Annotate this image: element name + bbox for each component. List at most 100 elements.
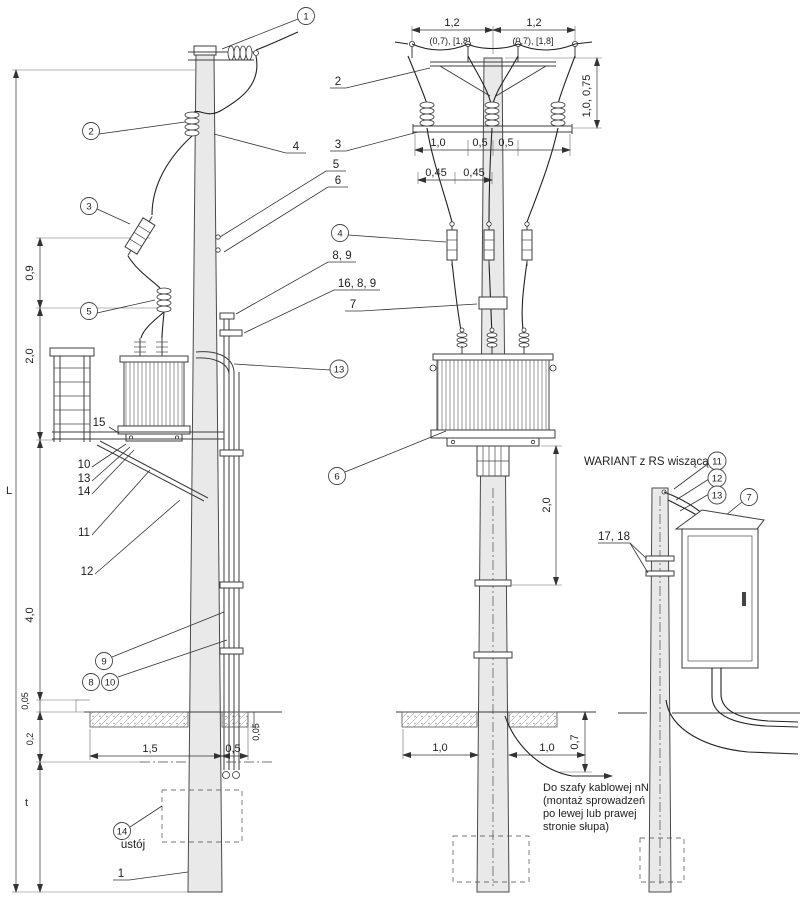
gravel-front-right — [508, 711, 558, 728]
ground-side: 1,5 0,5 0,05 — [75, 699, 282, 763]
variant-title: WARIANT z RS wiszącą — [584, 456, 709, 468]
note-line-1: Do szafy kablowej nN — [543, 782, 649, 794]
bushings-front — [456, 327, 530, 356]
service-platform — [49, 347, 224, 502]
drop-wire-2 — [151, 135, 193, 216]
callout-3: 3 — [86, 202, 91, 213]
callout-5: 5 — [86, 307, 91, 318]
ground-variant — [618, 668, 800, 755]
dim-0-5: 0,5 — [225, 743, 240, 755]
callout-1: 1 — [303, 12, 308, 23]
bushing-lead-1 — [161, 311, 165, 339]
front-top-dimensions: 1,2 1,2 (0,7), [1,8] (0,7), [1,8] 1,0, 0… — [411, 17, 602, 129]
callout-11: 11 — [712, 457, 722, 468]
note-line-3: po lewej lub prawej — [543, 808, 637, 820]
dim-1-2-left: 1,2 — [444, 17, 459, 29]
dim-1-0-ground-left: 1,0 — [432, 742, 447, 754]
dim-1-0-ground-right: 1,0 — [539, 742, 554, 754]
dim-0-05-right: 0,05 — [251, 723, 261, 741]
door-handle — [742, 592, 746, 606]
label-12: 12 — [81, 566, 94, 578]
side-extension-lines — [12, 69, 196, 893]
label-11: 11 — [78, 527, 90, 539]
pole-bracket — [476, 445, 510, 477]
label-5: 5 — [333, 159, 339, 171]
bushing-lead-2 — [140, 311, 165, 339]
callout-12: 12 — [712, 474, 723, 485]
wire-clamp — [253, 50, 259, 56]
conduit-clamp — [219, 329, 243, 337]
label-7: 7 — [350, 299, 356, 311]
front-crossarm — [412, 101, 573, 134]
conduit-end — [222, 771, 230, 779]
dim-1-0-crossarm: 1,0 — [430, 137, 445, 149]
label-14: 14 — [78, 486, 91, 498]
label-2: 2 — [335, 76, 341, 88]
label-ustoj: ustój — [121, 839, 145, 851]
front-2-0-dimension: 2,0 — [512, 445, 562, 586]
bushing-insulator — [156, 287, 172, 313]
note-line-4: stronie słupa) — [543, 821, 609, 833]
pole-clamp — [474, 579, 512, 587]
label-17-18: 17, 18 — [598, 531, 630, 543]
transformer-fins — [123, 361, 185, 427]
dim-0-45-a: 0,45 — [425, 167, 446, 179]
dim-0-5-b: 0,5 — [498, 137, 513, 149]
dim-alt-left: (0,7), [1,8] — [429, 36, 470, 46]
arrester-lead — [127, 255, 161, 289]
surge-arresters-front — [446, 221, 533, 266]
label-3: 3 — [335, 139, 341, 151]
variant-callouts: 11 12 13 7 — [673, 451, 758, 516]
gravel-front-left — [401, 711, 478, 728]
pole-clamp — [645, 570, 675, 577]
variant-view: WARIANT z RS wiszącą 11 12 13 7 17, 18 — [584, 451, 800, 893]
conduit-clamp — [219, 312, 235, 320]
surge-arrester-side — [124, 216, 156, 256]
foundation-front — [452, 835, 530, 883]
label-16-8-9: 16, 8, 9 — [338, 278, 376, 290]
dim-0-2: 0,2 — [25, 733, 35, 746]
cable-conduit — [195, 234, 244, 779]
conduit-clamp — [219, 581, 244, 589]
side-item-labels: 4 5 6 8, 9 16, 8, 9 15 10 13 14 11 12 1 — [78, 133, 380, 881]
cable-bracket — [478, 296, 508, 310]
callout-2: 2 — [88, 127, 93, 138]
side-dimension-chains: 0,9 2,0 4,0 L t 0,05 0,2 — [6, 69, 43, 893]
label-6: 6 — [335, 175, 341, 187]
foundation-variant — [639, 837, 685, 883]
callout-10: 10 — [105, 678, 116, 689]
dim-1-5: 1,5 — [142, 743, 157, 755]
callout-8: 8 — [88, 678, 93, 689]
top-insulators — [408, 41, 579, 62]
callout-9: 9 — [101, 657, 106, 668]
callout-6: 6 — [334, 472, 339, 483]
gravel-right — [221, 711, 249, 728]
feeder-cable-1 — [663, 491, 705, 516]
dim-0-9: 0,9 — [24, 265, 36, 280]
dim-4-0: 4,0 — [24, 607, 36, 622]
callout-14: 14 — [117, 827, 128, 838]
overhead-wire — [255, 31, 299, 51]
dim-0-7: 0,7 — [569, 734, 581, 749]
rs-cabinet — [674, 509, 765, 669]
callout-13-variant: 13 — [712, 491, 723, 502]
diagonal-brace — [99, 440, 209, 499]
label-1: 1 — [118, 868, 124, 880]
dim-L: L — [6, 485, 12, 497]
drop-wire-1 — [191, 55, 258, 115]
foundation-side — [161, 789, 243, 843]
dim-t: t — [25, 797, 28, 809]
pole-side — [187, 54, 223, 893]
label-8-9: 8, 9 — [332, 250, 351, 262]
pole-clamp — [645, 555, 675, 562]
pole-top-hardware — [188, 31, 299, 115]
side-view: 0,9 2,0 4,0 L t 0,05 0,2 — [6, 7, 380, 893]
front-top-assembly — [394, 41, 593, 105]
dim-0-45-b: 0,45 — [463, 167, 484, 179]
dim-2-0-front: 2,0 — [541, 497, 553, 512]
cabinet-body — [681, 528, 759, 669]
cable-note: Do szafy kablowej nN (montaż sprowadzeń … — [543, 782, 649, 833]
transformer-front — [429, 327, 557, 447]
